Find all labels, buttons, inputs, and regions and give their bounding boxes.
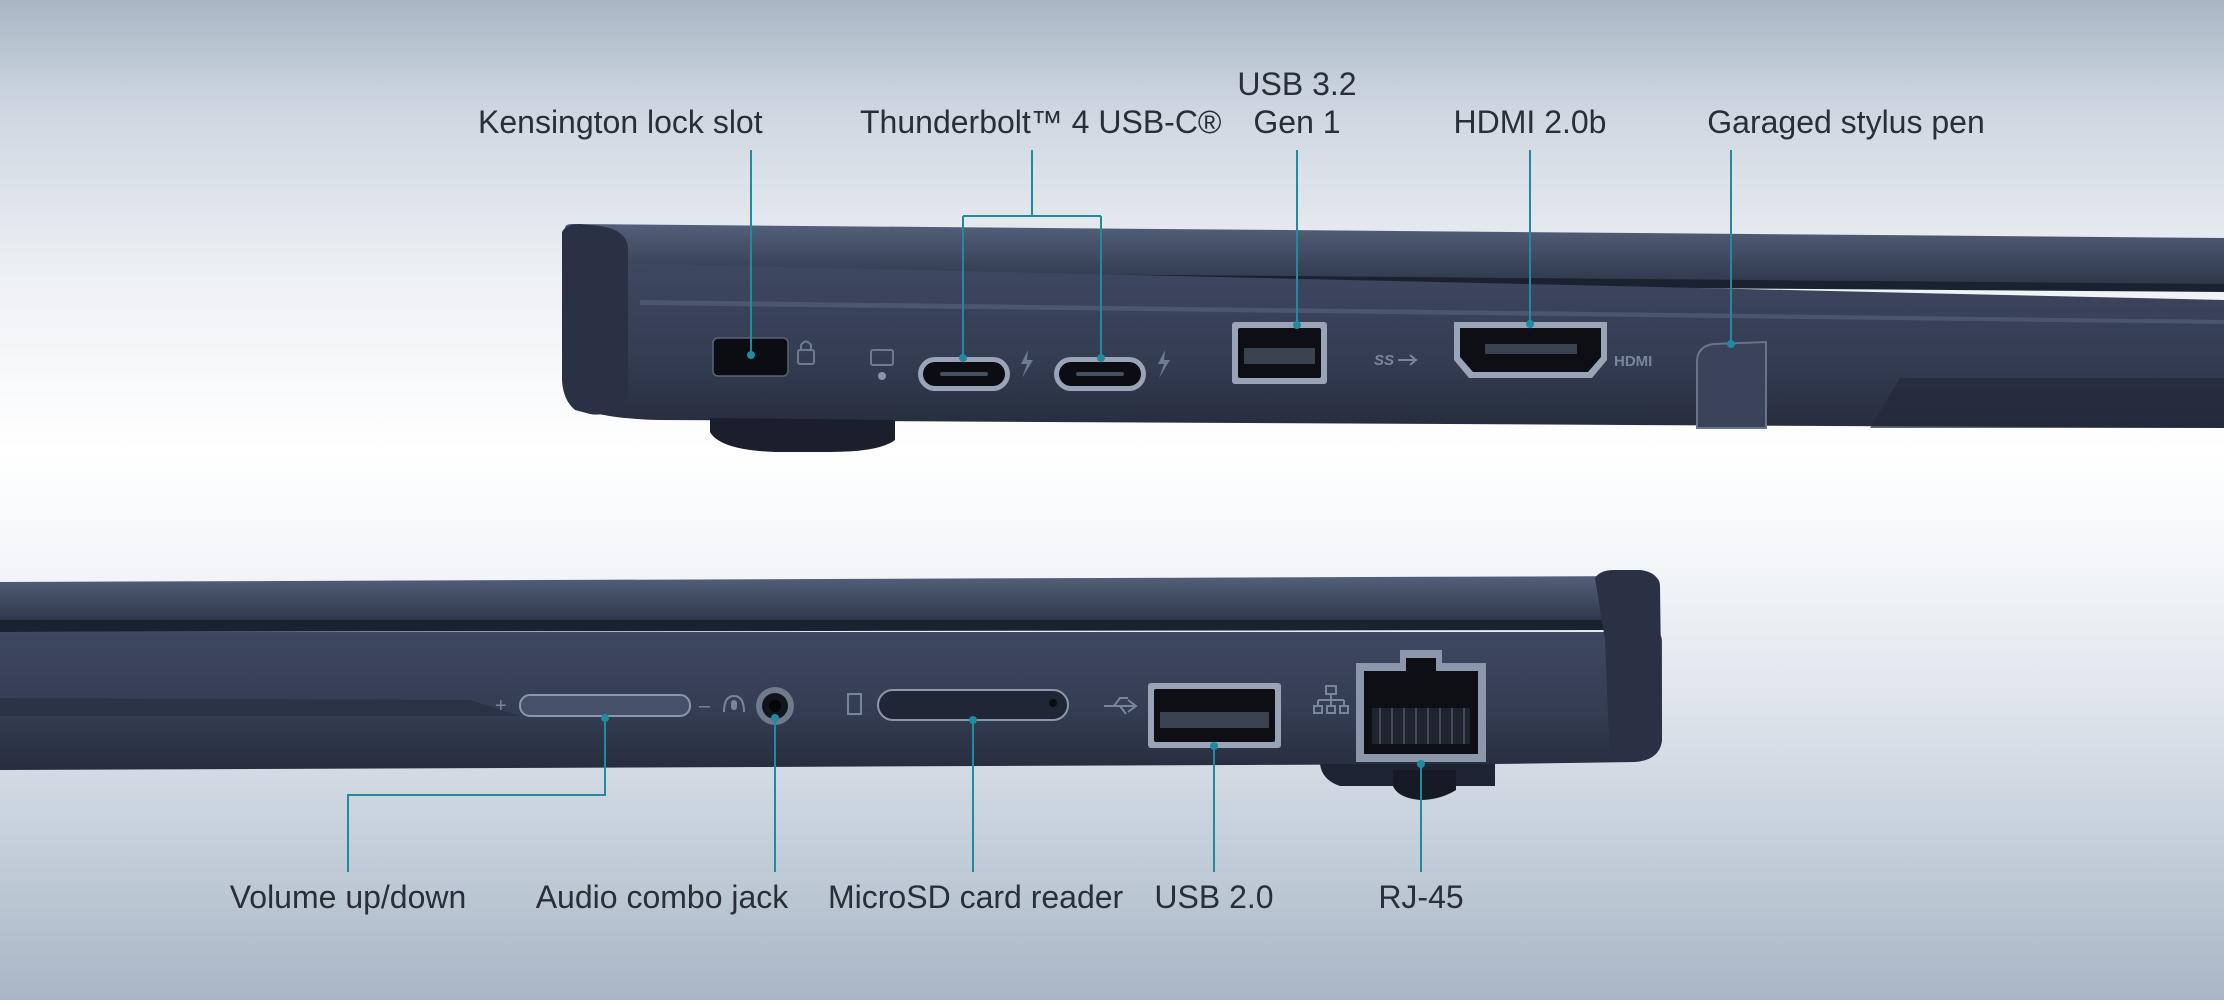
label-hdmi: HDMI 2.0b (1453, 104, 1607, 140)
bottom-lid-edge (0, 620, 1640, 632)
top-lid (565, 224, 2224, 286)
volume-minus-mark: – (699, 695, 711, 717)
thunderbolt-port-1 (918, 357, 1010, 391)
rj45-port (1356, 650, 1486, 762)
leader-dot (969, 716, 977, 724)
usb20-port (1148, 683, 1281, 748)
hdmi-port (1454, 322, 1607, 378)
top-foot (710, 418, 895, 452)
leader-lines (347, 150, 1732, 872)
leader-dot (1727, 340, 1735, 348)
label-microsd-card-reader: MicroSD card reader (828, 879, 1124, 915)
microsd-slot (877, 689, 1069, 721)
label-usb32-gen1: USB 3.2 Gen 1 (1237, 66, 1357, 140)
label-volume-up-down: Volume up/down (229, 879, 467, 915)
stylus-garage (1696, 340, 1767, 429)
volume-plus-mark: + (495, 695, 507, 717)
leader-dot (747, 351, 755, 359)
laptop-left-side: SS HDMI (562, 224, 2224, 452)
leader-dot (1293, 321, 1301, 329)
leader-dot (1210, 742, 1218, 750)
label-kensington-lock-slot: Kensington lock slot (478, 104, 763, 140)
leader-dot (1526, 320, 1534, 328)
sd-card-icon (847, 693, 862, 715)
leader-dot (1417, 760, 1425, 768)
volume-rocker (519, 694, 691, 717)
top-hinge (562, 224, 628, 415)
leader-thunderbolt (962, 150, 1102, 358)
usb32-mark: SS (1374, 352, 1394, 369)
leader-volume (347, 716, 606, 872)
thunderbolt-icon (1021, 350, 1033, 378)
thunderbolt-icon (1158, 350, 1170, 378)
usb-ss-icon (1398, 354, 1418, 366)
usb-icon (1104, 697, 1138, 715)
label-audio-combo-jack: Audio combo jack (535, 879, 789, 915)
headset-icon (723, 694, 745, 713)
thunderbolt-port-2 (1054, 357, 1146, 391)
charge-icon (870, 349, 894, 380)
leader-dot (959, 354, 967, 362)
leader-dot (771, 714, 779, 722)
leader-dots (601, 320, 1735, 768)
bottom-hinge (1595, 570, 1662, 762)
rj45-foot (1393, 770, 1456, 800)
laptop-right-side: + – (0, 570, 1662, 800)
leader-dot (1097, 354, 1105, 362)
hdmi-mark: HDMI (1614, 353, 1652, 370)
leader-dot (601, 714, 609, 722)
label-garaged-stylus-pen: Garaged stylus pen (1707, 104, 1985, 140)
network-icon (1313, 685, 1349, 714)
audio-jack (756, 687, 794, 725)
lock-icon (797, 340, 815, 365)
bottom-lid (0, 576, 1660, 622)
label-thunderbolt-4: Thunderbolt™ 4 USB-C® (860, 104, 1222, 140)
label-usb20: USB 2.0 (1154, 879, 1274, 915)
label-rj45: RJ-45 (1378, 879, 1464, 915)
usb32-port (1232, 322, 1327, 384)
